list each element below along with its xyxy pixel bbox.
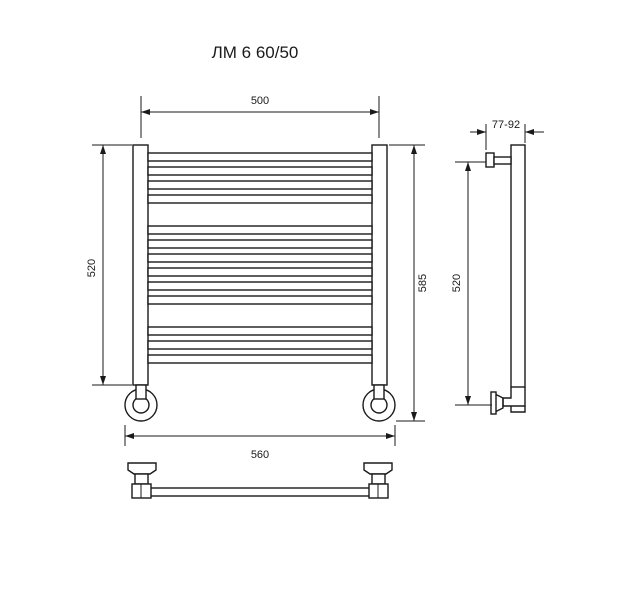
side-view	[485, 144, 526, 415]
plan-left-fitting	[127, 462, 157, 499]
dim-right-height: 585	[389, 144, 429, 422]
dim-side-depth-label: 77-92	[492, 119, 520, 131]
plan-right-fitting	[363, 462, 393, 499]
crossbar-10	[147, 295, 373, 305]
left-post	[132, 144, 149, 386]
crossbar-11	[147, 326, 373, 336]
plan-view	[127, 462, 393, 499]
side-bottom-valve	[490, 387, 526, 415]
dim-side-height: 520	[451, 161, 492, 406]
crossbar-1	[147, 152, 373, 162]
right-post	[371, 144, 388, 386]
dim-side-depth: 77-92	[470, 119, 544, 150]
dim-right-height-label: 585	[417, 274, 429, 292]
crossbar-5	[147, 225, 373, 235]
left-valve	[124, 384, 158, 422]
dim-bottom-width-label: 560	[251, 449, 269, 461]
crossbar-13	[147, 354, 373, 364]
dim-top-width: 500	[140, 95, 380, 138]
crossbars	[147, 152, 373, 364]
model-title: ЛМ 6 60/50	[212, 43, 299, 62]
dim-top-width-label: 500	[251, 95, 269, 107]
crossbar-9	[147, 281, 373, 291]
dim-left-height-label: 520	[86, 259, 98, 277]
dim-bottom-width: 560	[124, 425, 396, 461]
dim-left-height: 520	[86, 144, 132, 386]
front-view	[124, 144, 396, 422]
dim-side-height-label: 520	[451, 274, 463, 292]
crossbar-12	[147, 340, 373, 350]
crossbar-6	[147, 239, 373, 249]
side-top-bracket	[485, 152, 512, 168]
crossbar-4	[147, 194, 373, 204]
crossbar-3	[147, 180, 373, 190]
crossbar-2	[147, 166, 373, 176]
crossbar-8	[147, 267, 373, 277]
right-valve	[362, 384, 396, 422]
crossbar-7	[147, 253, 373, 263]
